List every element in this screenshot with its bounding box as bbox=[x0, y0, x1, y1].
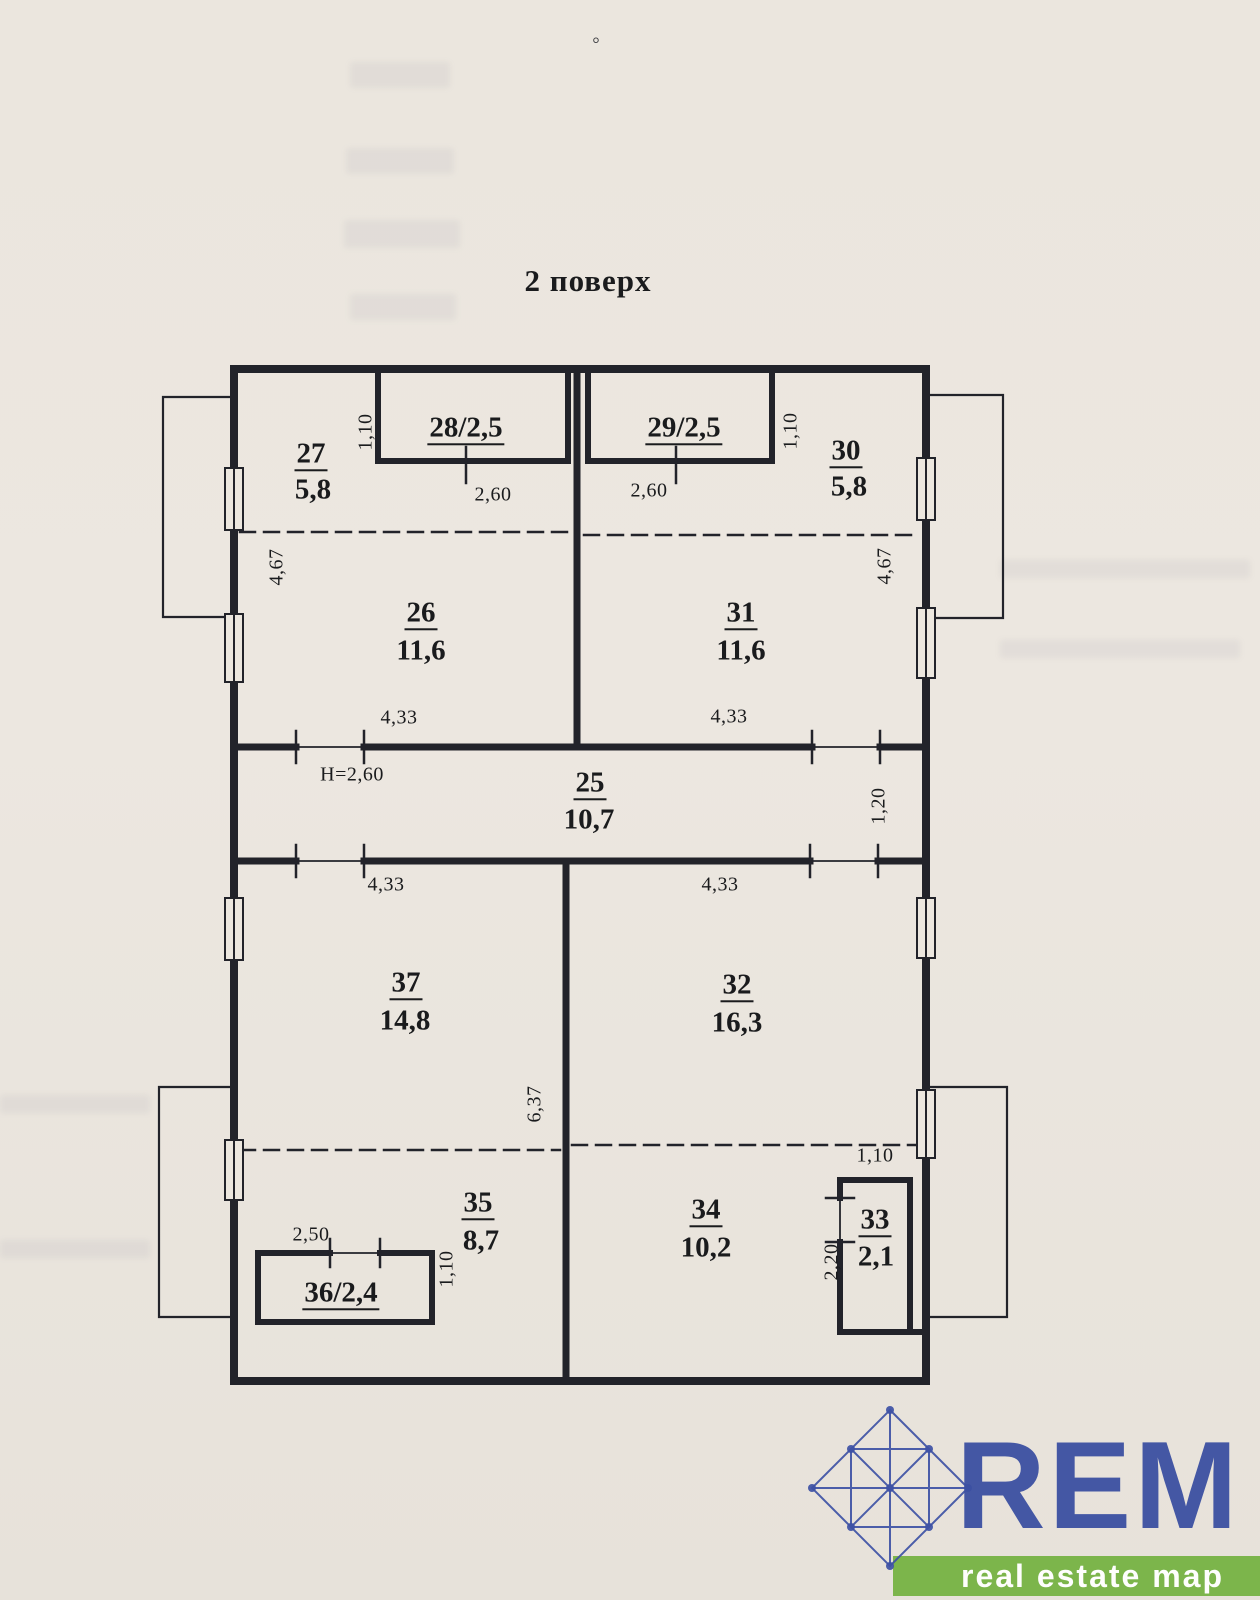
scan-artifact bbox=[344, 220, 460, 248]
rem-logo-icon bbox=[808, 1406, 972, 1570]
scan-artifact bbox=[0, 1240, 150, 1258]
corner-mark: ° bbox=[592, 33, 600, 54]
dimension-label: 4,33 bbox=[710, 705, 748, 728]
dimension-label: 1,10 bbox=[354, 413, 377, 451]
room-26-number: 26 bbox=[404, 597, 438, 631]
room-34-area: 10,2 bbox=[680, 1231, 732, 1264]
room-32-area: 16,3 bbox=[711, 1006, 763, 1039]
dimension-label: 1,10 bbox=[779, 412, 802, 450]
room-35-number: 35 bbox=[461, 1187, 495, 1221]
dimension-label: 4,67 bbox=[873, 547, 896, 585]
room-31-area: 11,6 bbox=[716, 634, 766, 667]
rem-tagline: real estate map bbox=[961, 1557, 1225, 1594]
dimension-label: 1,20 bbox=[867, 787, 890, 825]
room-25-area: 10,7 bbox=[563, 803, 615, 836]
scan-artifact bbox=[350, 294, 456, 320]
rem-tagline-bar: real estate map bbox=[893, 1556, 1260, 1596]
room-33-number: 33 bbox=[858, 1204, 892, 1238]
dimension-label: 2,60 bbox=[630, 479, 668, 502]
dimension-label: 2,50 bbox=[292, 1223, 330, 1246]
room-30-area: 5,8 bbox=[830, 470, 868, 503]
room-28-number: 28/2,5 bbox=[427, 412, 505, 446]
room-35-area: 8,7 bbox=[462, 1224, 500, 1257]
room-36-number: 36/2,4 bbox=[302, 1277, 380, 1311]
scan-artifact bbox=[0, 1095, 150, 1113]
room-29-number: 29/2,5 bbox=[645, 412, 723, 446]
ceiling-height-label: H=2,60 bbox=[320, 763, 384, 786]
dimension-label: 2,20 bbox=[820, 1243, 843, 1281]
dimension-label: 1,10 bbox=[856, 1144, 894, 1167]
scan-artifact bbox=[1000, 560, 1250, 578]
room-27-number: 27 bbox=[294, 438, 328, 472]
dimension-label: 4,33 bbox=[380, 706, 418, 729]
room-34-number: 34 bbox=[689, 1194, 723, 1228]
rem-brand: REM bbox=[956, 1417, 1241, 1555]
dimension-label: 6,37 bbox=[523, 1085, 546, 1123]
dimension-label: 4,33 bbox=[367, 873, 405, 896]
room-33-area: 2,1 bbox=[857, 1240, 895, 1273]
scan-artifact bbox=[1000, 640, 1240, 658]
room-37-area: 14,8 bbox=[379, 1004, 431, 1037]
room-32-number: 32 bbox=[720, 969, 754, 1003]
page-title: 2 поверх bbox=[524, 263, 652, 298]
dimension-label: 2,60 bbox=[474, 483, 512, 506]
dimension-label: 4,33 bbox=[701, 873, 739, 896]
room-31-number: 31 bbox=[724, 597, 758, 631]
room-30-number: 30 bbox=[829, 435, 863, 469]
scan-artifact bbox=[346, 148, 454, 174]
scan-artifact bbox=[350, 62, 450, 88]
room-27-area: 5,8 bbox=[294, 473, 332, 506]
dimension-label: 1,10 bbox=[435, 1250, 458, 1288]
room-37-number: 37 bbox=[389, 967, 423, 1001]
dimension-label: 4,67 bbox=[265, 548, 288, 586]
room-25-number: 25 bbox=[573, 767, 607, 801]
room-26-area: 11,6 bbox=[396, 634, 446, 667]
